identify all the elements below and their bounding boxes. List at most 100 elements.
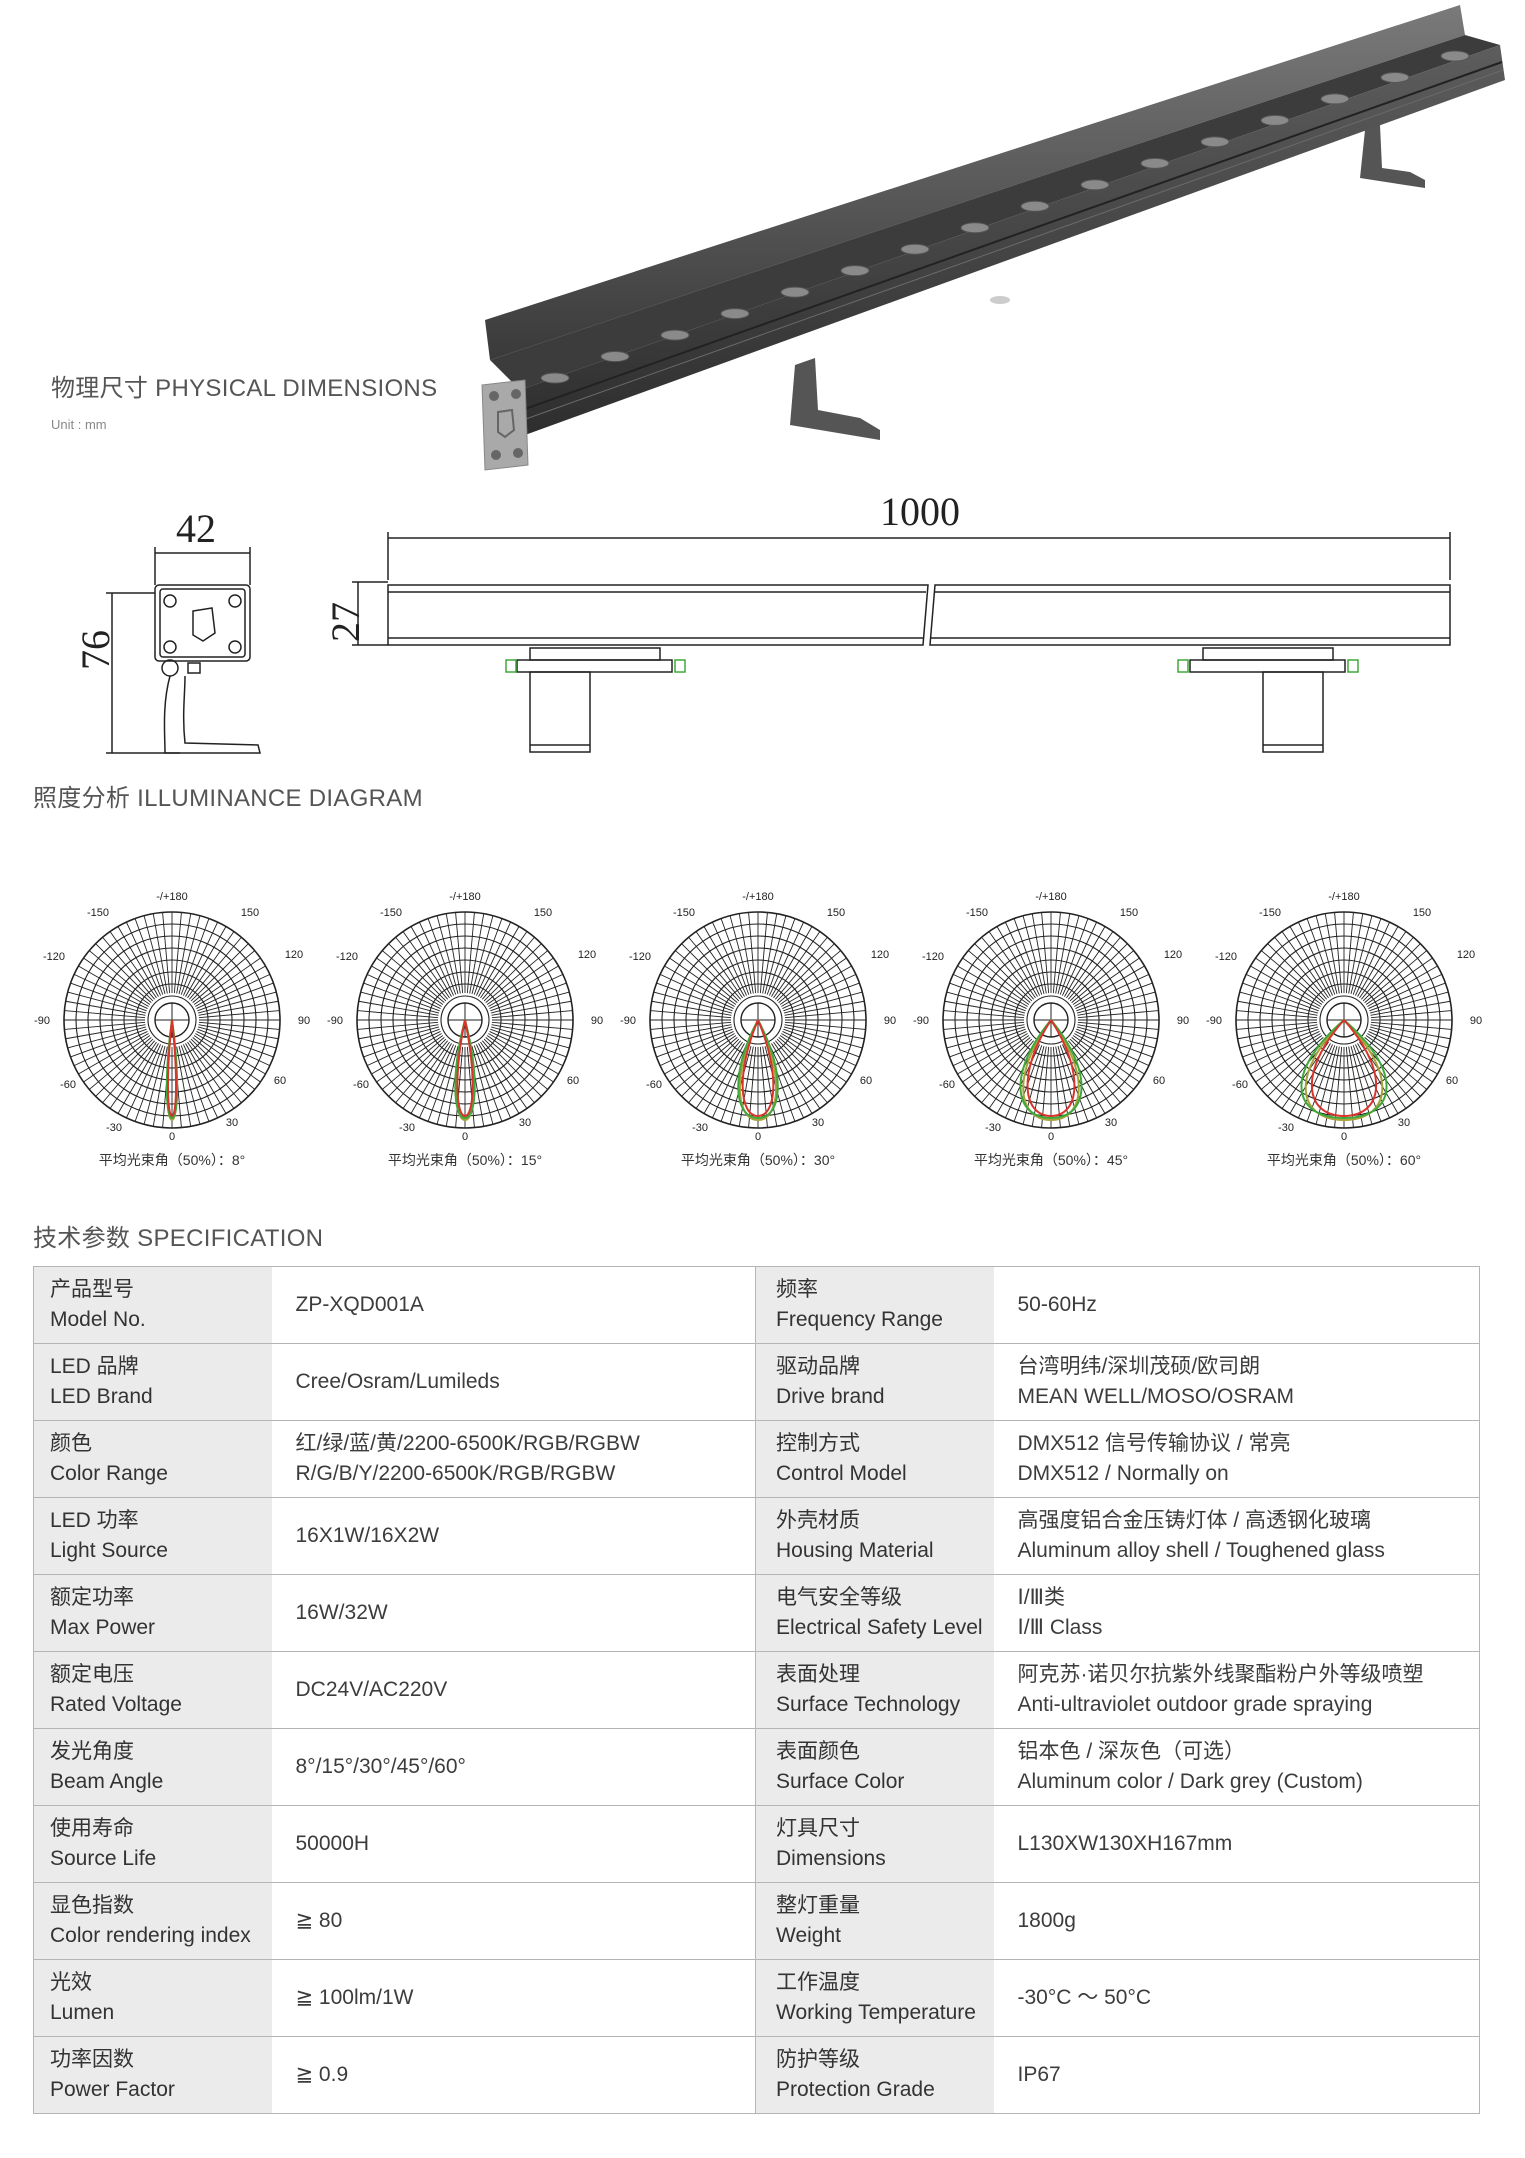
spec-label-line1: 颜色 — [50, 1432, 92, 1455]
spec-value: ≧ 100lm/1W — [271, 1959, 756, 2037]
specification-title: 技术参数 SPECIFICATION — [33, 1225, 324, 1252]
spec-value-line1: DC24V/AC220V — [295, 1678, 448, 1701]
angle-label: 30 — [1398, 1117, 1410, 1129]
angle-label: -90 — [327, 1015, 343, 1027]
angle-label: 120 — [871, 949, 889, 961]
angle-label: -60 — [60, 1079, 76, 1091]
spec-value-line1: 50-60Hz — [1017, 1293, 1097, 1316]
beam-lobe — [1022, 1019, 1080, 1122]
spec-value: Cree/Osram/Lumileds — [271, 1343, 756, 1421]
spec-value-line1: 阿克苏·诺贝尔抗紫外线聚酯粉户外等级喷塑 — [1017, 1663, 1424, 1686]
angle-label: 150 — [241, 907, 259, 919]
spec-label-line1: 灯具尺寸 — [776, 1817, 860, 1840]
spec-value: DC24V/AC220V — [271, 1651, 756, 1729]
spec-label-line1: 发光角度 — [50, 1740, 134, 1763]
polar-caption: 平均光束角（50%）：15° — [387, 1152, 543, 1168]
led-lens — [1260, 114, 1290, 126]
spec-label-line2: Model No. — [50, 1308, 146, 1331]
spec-label-line1: 使用寿命 — [50, 1817, 134, 1840]
led-lens — [1080, 179, 1110, 191]
angle-label: -60 — [353, 1079, 369, 1091]
spec-value: 阿克苏·诺贝尔抗紫外线聚酯粉户外等级喷塑 Anti-ultraviolet out… — [993, 1651, 1480, 1729]
spec-value: ZP-XQD001A — [271, 1266, 756, 1344]
spec-label-line2: Drive brand — [776, 1385, 885, 1408]
spec-value: 1800g — [993, 1882, 1480, 1960]
angle-label: 90 — [298, 1015, 310, 1027]
length-drawing — [352, 532, 1451, 753]
angle-label: 90 — [1177, 1015, 1189, 1027]
led-lens — [780, 286, 810, 298]
led-lens — [720, 308, 750, 320]
spec-value-line1: ≧ 0.9 — [295, 2063, 349, 2086]
angle-label: 30 — [519, 1117, 531, 1129]
spec-value: ≧ 0.9 — [271, 2036, 756, 2114]
spec-label-line2: LED Brand — [50, 1385, 153, 1408]
spec-label-line2: Max Power — [50, 1616, 156, 1639]
angle-label: -150 — [1259, 907, 1281, 919]
led-lens — [900, 243, 930, 255]
spec-value-line1: ≧ 100lm/1W — [295, 1986, 414, 2009]
angle-label: -/+180 — [449, 891, 481, 903]
angle-label: 60 — [1153, 1075, 1165, 1087]
beam-lobe — [741, 1019, 775, 1118]
angle-label: -30 — [1278, 1122, 1294, 1134]
spec-label-line1: 电气安全等级 — [776, 1586, 902, 1609]
spec-value-line1: IP67 — [1017, 2063, 1061, 2086]
physical-dimensions-title: 物理尺寸 PHYSICAL DIMENSIONS — [51, 375, 438, 402]
beam-lobe — [1310, 1019, 1378, 1118]
beam-lobe — [738, 1019, 778, 1122]
angle-label: -120 — [336, 951, 358, 963]
angle-label: -120 — [43, 951, 65, 963]
led-lens — [540, 372, 570, 384]
angle-label: -30 — [106, 1122, 122, 1134]
spec-label-line2: Light Source — [50, 1539, 168, 1562]
spec-value: 铝本色 / 深灰色（可选）Aluminum color / Dark grey … — [993, 1728, 1480, 1806]
side-profile-drawing — [106, 547, 261, 754]
spec-value-line1: ≧ 80 — [295, 1909, 343, 1932]
led-lens — [660, 329, 690, 341]
angle-label: -/+180 — [156, 891, 188, 903]
polar-caption: 平均光束角（50%）：8° — [98, 1152, 246, 1168]
spec-label-line1: 外壳材质 — [776, 1509, 860, 1532]
spec-value-line1: Cree/Osram/Lumileds — [295, 1370, 500, 1393]
spec-value-line2: Aluminum color / Dark grey (Custom) — [1017, 1770, 1363, 1793]
spec-label-line1: 防护等级 — [776, 2048, 860, 2071]
angle-label: -30 — [985, 1122, 1001, 1134]
spec-label-line1: 表面处理 — [776, 1663, 860, 1686]
led-lens — [1020, 200, 1050, 212]
spec-label-line2: Surface Technology — [776, 1693, 961, 1716]
angle-label: -/+180 — [1328, 891, 1360, 903]
led-lens — [600, 351, 630, 363]
angle-label: -90 — [34, 1015, 50, 1027]
angle-label: 30 — [1105, 1117, 1117, 1129]
angle-label: 30 — [226, 1117, 238, 1129]
spec-value-line2: Anti-ultraviolet outdoor grade spraying — [1017, 1693, 1373, 1716]
angle-label: 0 — [755, 1131, 761, 1143]
product-render — [481, 5, 1505, 471]
angle-label: -90 — [913, 1015, 929, 1027]
angle-label: -30 — [399, 1122, 415, 1134]
angle-label: 90 — [1470, 1015, 1482, 1027]
angle-label: -150 — [966, 907, 988, 919]
spec-value-line1: -30°C ～ 50°C — [1017, 1986, 1152, 2009]
spec-value-line2: Ⅰ/Ⅲ Class — [1017, 1616, 1103, 1639]
angle-label: 0 — [462, 1131, 468, 1143]
spec-value-line1: 高强度铝合金压铸灯体 / 高透钢化玻璃 — [1017, 1509, 1372, 1532]
spec-value: 16X1W/16X2W — [271, 1497, 756, 1575]
